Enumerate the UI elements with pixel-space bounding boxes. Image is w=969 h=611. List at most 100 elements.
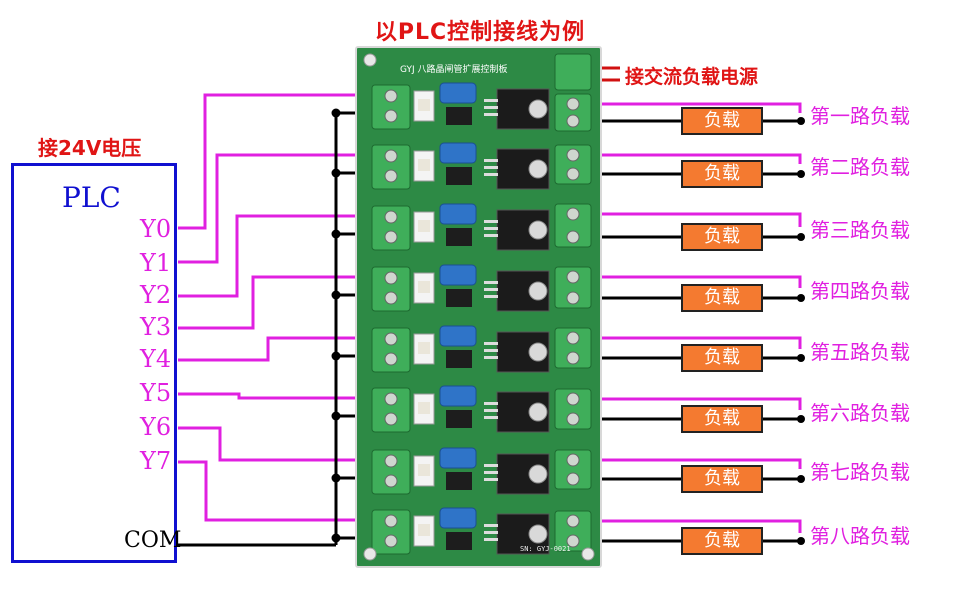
triac-driver <box>446 107 472 125</box>
load-box: 负载 <box>681 527 763 555</box>
capacitor <box>439 447 477 469</box>
thyristor-lead <box>484 538 498 541</box>
plc-output-y2: Y2 <box>140 281 172 309</box>
thyristor-lead <box>484 524 498 527</box>
triac-driver <box>446 532 472 550</box>
thyristor-screw <box>528 281 548 301</box>
output-wire-live <box>573 336 802 349</box>
thyristor-screw <box>528 159 548 179</box>
thyristor-lead <box>484 402 498 405</box>
input-terminal-block <box>371 387 411 433</box>
thyristor-lead <box>484 295 498 298</box>
optocoupler-window <box>418 220 430 232</box>
optocoupler-window <box>418 524 430 536</box>
com-junction-dot <box>331 108 341 118</box>
thyristor <box>496 331 550 373</box>
terminal-screw <box>384 454 398 468</box>
terminal-screw <box>384 412 398 426</box>
thyristor-lead <box>484 531 498 534</box>
terminal-screw <box>566 114 580 128</box>
terminal-screw <box>566 351 580 365</box>
terminal-screw <box>566 230 580 244</box>
capacitor <box>439 82 477 104</box>
output-wire-live <box>573 458 802 469</box>
triac-driver <box>446 472 472 490</box>
plc-output-y0: Y0 <box>140 215 172 243</box>
thyristor-screw <box>528 402 548 422</box>
input-terminal-block <box>371 266 411 312</box>
signal-wire-y2 <box>178 214 382 298</box>
optocoupler-window <box>418 99 430 111</box>
terminal-screw <box>384 352 398 366</box>
signal-wire-y1 <box>178 153 382 264</box>
terminal-screw <box>384 169 398 183</box>
signal-wire-y6 <box>178 426 382 462</box>
thyristor-screw <box>528 342 548 362</box>
output-wire-live <box>573 275 802 288</box>
load-box: 负载 <box>681 160 763 188</box>
ac-terminal-block <box>554 53 592 91</box>
output-terminal-block <box>554 266 592 309</box>
load-junction-dot <box>797 117 805 125</box>
plc-output-y3: Y3 <box>140 313 172 341</box>
triac-driver <box>446 410 472 428</box>
mounting-hole <box>363 547 377 561</box>
com-junction-dot <box>331 411 341 421</box>
load-channel-label: 第三路负载 <box>810 218 910 242</box>
plc-output-y5: Y5 <box>140 379 172 407</box>
capacitor <box>439 385 477 407</box>
output-terminal-block <box>554 388 592 430</box>
terminal-screw <box>384 474 398 488</box>
input-terminal-block <box>371 84 411 130</box>
terminal-screw <box>384 89 398 103</box>
triac-driver <box>446 167 472 185</box>
thyristor-lead <box>484 106 498 109</box>
terminal-screw <box>384 291 398 305</box>
thyristor-lead <box>484 113 498 116</box>
terminal-screw <box>384 392 398 406</box>
signal-wire-y7 <box>178 460 382 522</box>
terminal-screw <box>384 210 398 224</box>
load-box: 负载 <box>681 107 763 135</box>
output-terminal-block <box>554 510 592 552</box>
output-wire-live <box>573 519 802 533</box>
plc-label: PLC <box>62 181 121 214</box>
terminal-screw <box>384 149 398 163</box>
thyristor-screw <box>528 464 548 484</box>
load-channel-label: 第四路负载 <box>810 279 910 303</box>
thyristor-lead <box>484 159 498 162</box>
output-wire-live <box>573 102 802 113</box>
load-junction-dot <box>797 233 805 241</box>
load-junction-dot <box>797 170 805 178</box>
plc-output-y4: Y4 <box>140 345 172 373</box>
load-box: 负载 <box>681 223 763 251</box>
output-wire-live <box>573 397 802 410</box>
terminal-screw <box>566 412 580 426</box>
terminal-screw <box>566 534 580 548</box>
com-junction-dot <box>331 229 341 239</box>
thyristor-lead <box>484 356 498 359</box>
capacitor <box>439 264 477 286</box>
optocoupler-window <box>418 342 430 354</box>
thyristor-screw <box>528 524 548 544</box>
terminal-screw <box>384 271 398 285</box>
load-box: 负载 <box>681 284 763 312</box>
output-terminal-block <box>554 93 592 132</box>
mounting-hole <box>363 53 377 67</box>
output-terminal-block <box>554 449 592 490</box>
thyristor-lead <box>484 173 498 176</box>
input-terminal-block <box>371 144 411 190</box>
terminal-screw <box>384 534 398 548</box>
terminal-screw <box>566 167 580 181</box>
signal-wire-y5 <box>178 392 382 400</box>
input-terminal-block <box>371 205 411 251</box>
load-channel-label: 第二路负载 <box>810 155 910 179</box>
load-junction-dot <box>797 354 805 362</box>
thyristor-lead <box>484 349 498 352</box>
thyristor-lead <box>484 471 498 474</box>
plc-box <box>11 163 177 563</box>
capacitor <box>439 507 477 529</box>
output-wire-live <box>573 212 802 227</box>
